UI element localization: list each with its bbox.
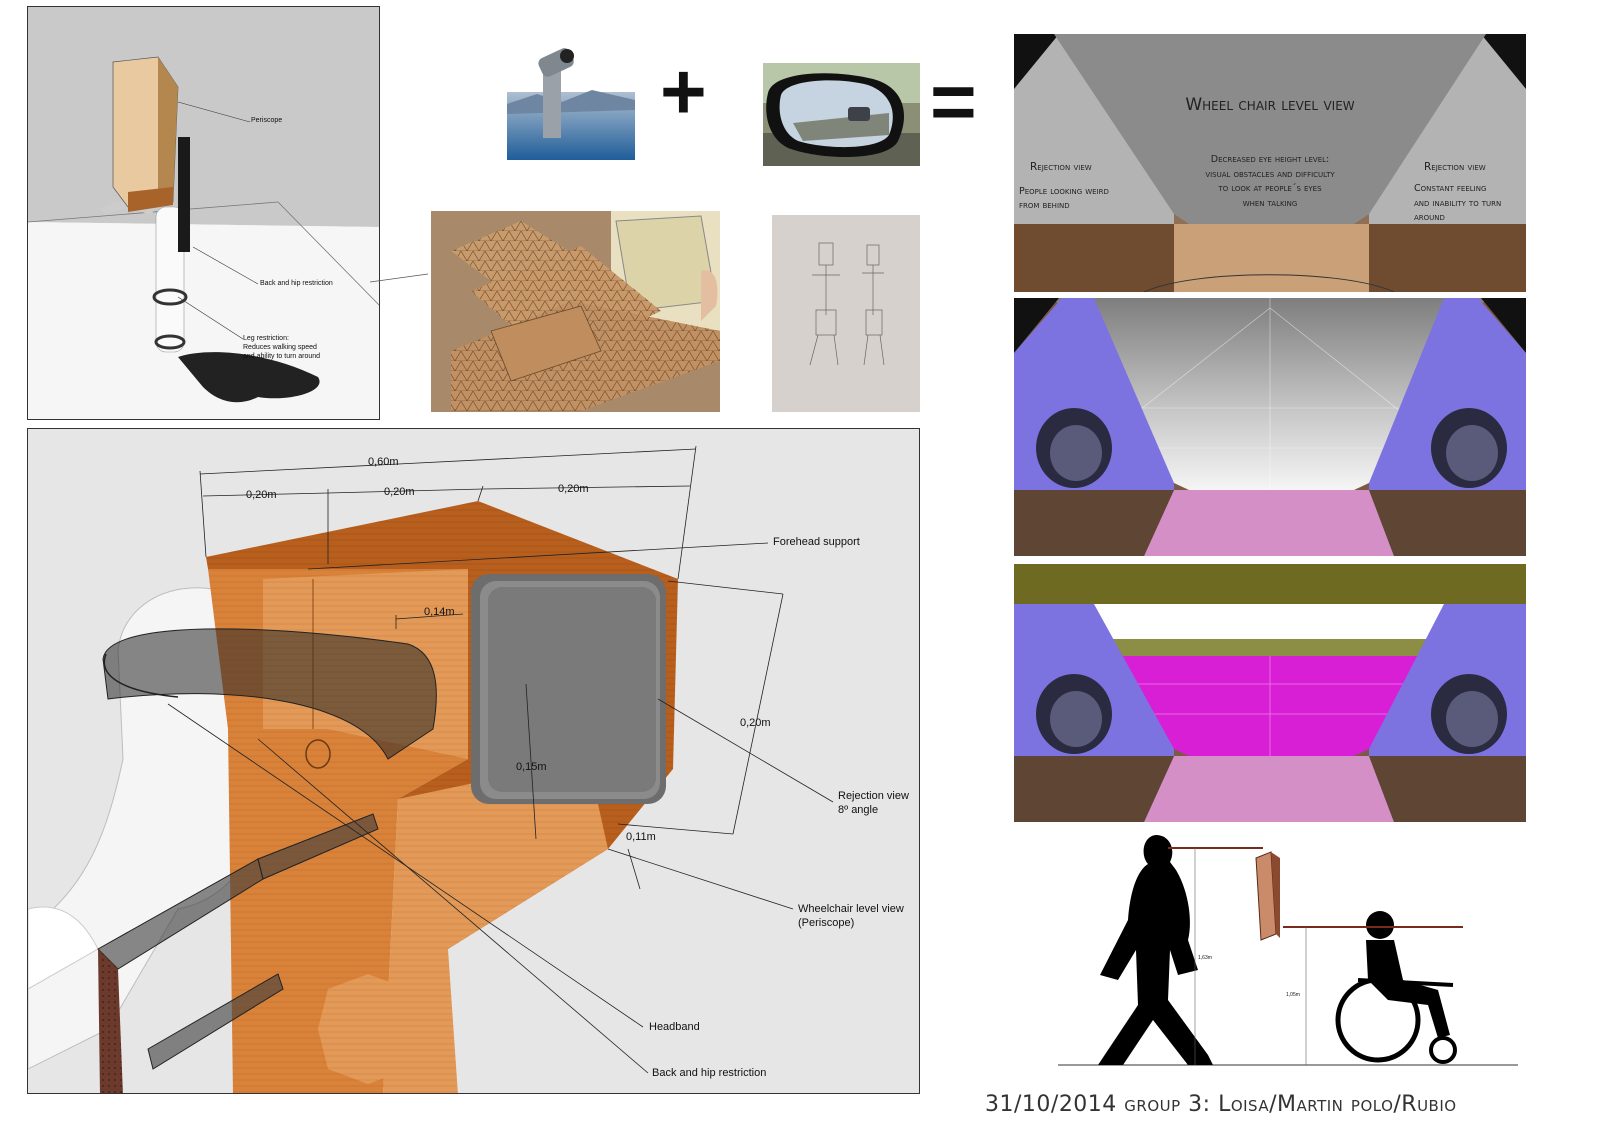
view-left-1: People looking weird bbox=[1019, 186, 1109, 197]
label-leg-1: Leg restriction: bbox=[243, 335, 289, 342]
figure-model-panel: Periscope Back and hip restriction Leg r… bbox=[27, 6, 380, 420]
dim-mirror: 0,15m bbox=[516, 761, 547, 773]
label-back-hip: Back and hip restriction bbox=[260, 280, 333, 287]
callout-rejection-1: Rejection view bbox=[838, 790, 909, 802]
view-right-title: Rejection view bbox=[1424, 161, 1486, 173]
height-seated: 1,05m bbox=[1286, 992, 1300, 998]
callout-forehead-support: Forehead support bbox=[773, 536, 860, 548]
dim-overall-width: 0,60m bbox=[368, 456, 399, 468]
callout-rejection-2: 8º angle bbox=[838, 804, 879, 816]
view-center-2: visual obstacles and difficulty bbox=[1205, 169, 1335, 180]
height-standing: 1,63m bbox=[1198, 955, 1212, 961]
mirror-photo bbox=[763, 63, 920, 166]
view-right-1: Constant feeling bbox=[1414, 183, 1487, 194]
view-center-1: Decreased eye height level: bbox=[1210, 154, 1330, 165]
view-center-4: when talking bbox=[1242, 198, 1298, 209]
view-right-3: around bbox=[1414, 212, 1445, 223]
height-comparison-diagram: 1,63m 1,05m bbox=[1058, 830, 1528, 1070]
drawing-render bbox=[28, 445, 834, 1093]
dim-w3: 0,20m bbox=[558, 483, 589, 495]
view-right-2: and inability to turn bbox=[1414, 198, 1502, 209]
view-left-title: Rejection view bbox=[1030, 161, 1092, 173]
view-panel-render-2 bbox=[1014, 564, 1526, 822]
label-periscope: Periscope bbox=[251, 117, 283, 124]
view-left-2: from behind bbox=[1019, 200, 1070, 211]
view-panel-text: Wheel chair level view Decreased eye hei… bbox=[1014, 34, 1526, 292]
callout-wheelchair-1: Wheelchair level view bbox=[798, 903, 904, 915]
dim-w1: 0,20m bbox=[246, 489, 277, 501]
callout-headband: Headband bbox=[649, 1021, 700, 1033]
callout-back-hip: Back and hip restriction bbox=[652, 1067, 767, 1079]
footer-credits: 31/10/2014 group 3: Loisa/Martin polo/Ru… bbox=[985, 1092, 1457, 1117]
sketch-photo bbox=[772, 215, 920, 412]
periscope-photo bbox=[507, 44, 635, 160]
label-leg-3: and ability to turn around bbox=[243, 353, 321, 360]
view-center-3: to look at people´s eyes bbox=[1218, 183, 1322, 194]
periscope-technical-drawing: 0,60m 0,20m 0,20m 0,20m 0,14m 0,20m 0,15… bbox=[27, 428, 920, 1094]
figure-model-render bbox=[28, 7, 379, 419]
prototype-photo bbox=[431, 211, 720, 412]
callout-wheelchair-2: (Periscope) bbox=[798, 917, 855, 929]
dim-depth: 0,14m bbox=[424, 606, 455, 618]
equals-sign: = bbox=[930, 57, 977, 146]
leader-to-photo bbox=[370, 273, 429, 283]
plus-sign: + bbox=[660, 47, 707, 136]
view-panel-render-1 bbox=[1014, 298, 1526, 556]
label-leg-2: Reduces walking speed bbox=[243, 344, 317, 351]
dim-height: 0,20m bbox=[740, 717, 771, 729]
dim-w2: 0,20m bbox=[384, 486, 415, 498]
view-title: Wheel chair level view bbox=[1185, 95, 1355, 115]
label-leaders bbox=[177, 101, 259, 340]
dim-bottom: 0,11m bbox=[626, 831, 656, 843]
